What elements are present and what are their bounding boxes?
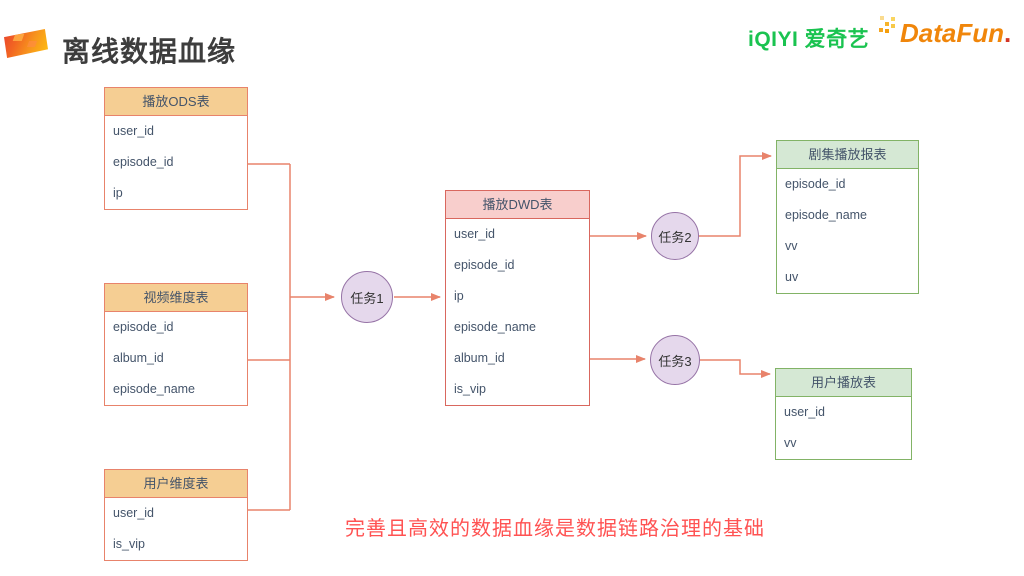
table-field: episode_id	[113, 320, 174, 334]
datafun-logo: DataFun.	[900, 18, 1011, 49]
task-node-3: 任务3	[650, 335, 700, 385]
table-field: episode_name	[454, 320, 537, 334]
table-field: vv	[784, 436, 797, 450]
table-field: episode_id	[113, 155, 174, 169]
table-field: user_id	[784, 405, 825, 419]
table-playback-ods: 播放ODS表 user_id episode_id ip	[104, 87, 248, 210]
table-field: vv	[785, 239, 798, 253]
edge-task2-to-episode-report	[699, 152, 772, 237]
datafun-pixel-dots-icon	[879, 28, 883, 32]
task-label: 任务2	[658, 229, 692, 245]
iqiyi-logo: iQIYI 爱奇艺	[748, 28, 870, 51]
table-field: album_id	[113, 351, 164, 365]
edge-task3-to-user-playback	[700, 359, 771, 378]
task-node-1: 任务1	[341, 271, 393, 323]
table-header: 播放DWD表	[446, 191, 589, 219]
table-field: episode_id	[785, 177, 846, 191]
table-field: episode_id	[454, 258, 515, 272]
table-field: episode_name	[785, 208, 868, 222]
table-field: is_vip	[113, 537, 145, 551]
table-playback-dwd: 播放DWD表 user_id episode_id ip episode_nam…	[445, 190, 590, 406]
page-title: 离线数据血缘	[62, 36, 237, 67]
table-field: ip	[113, 186, 123, 200]
table-field: user_id	[113, 506, 154, 520]
task-label: 任务1	[350, 290, 384, 306]
task-node-2: 任务2	[651, 212, 699, 260]
table-field: ip	[454, 289, 464, 303]
datafun-wordmark: DataFun	[900, 18, 1004, 48]
table-header: 视频维度表	[105, 284, 247, 312]
table-field: episode_name	[113, 382, 196, 396]
table-episode-report: 剧集播放报表 episode_id episode_name vv uv	[776, 140, 919, 294]
table-field: user_id	[113, 124, 154, 138]
table-field: is_vip	[454, 382, 486, 396]
slide-caption: 完善且高效的数据血缘是数据链路治理的基础	[345, 518, 765, 540]
table-header: 剧集播放报表	[777, 141, 918, 169]
table-field: album_id	[454, 351, 505, 365]
table-video-dim: 视频维度表 episode_id album_id episode_name	[104, 283, 248, 406]
datafun-dot: .	[1004, 18, 1012, 48]
table-field: uv	[785, 270, 799, 284]
table-user-playback: 用户播放表 user_id vv	[775, 368, 912, 460]
table-user-dim: 用户维度表 user_id is_vip	[104, 469, 248, 561]
table-field: user_id	[454, 227, 495, 241]
table-header: 播放ODS表	[105, 88, 247, 116]
task-label: 任务3	[658, 353, 692, 369]
table-header: 用户播放表	[776, 369, 911, 397]
table-header: 用户维度表	[105, 470, 247, 498]
